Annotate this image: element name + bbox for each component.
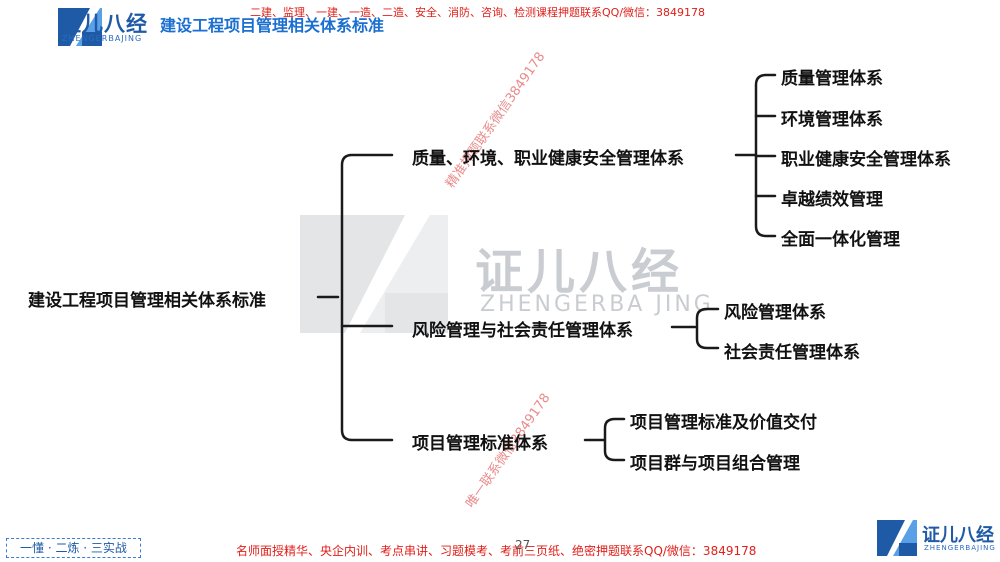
leaf-quality-management: 质量管理体系 — [781, 69, 883, 89]
watermark-logo-mark — [300, 215, 448, 333]
header-ad-banner: 二建、监理、一建、一造、二造、安全、消防、咨询、检测课程押题联系QQ/微信：38… — [250, 6, 706, 19]
branch-risk-social-responsibility: 风险管理与社会责任管理体系 — [412, 321, 633, 341]
leaf-integrated-management: 全面一体化管理 — [781, 230, 900, 250]
footer-logo-text: 证儿八经 — [922, 525, 994, 546]
leaf-environment-management: 环境管理体系 — [781, 110, 883, 130]
page-number: 27 — [515, 538, 531, 552]
footer-logo-subtext: ZHENGERBAJING — [924, 544, 996, 552]
footer-ad-banner: 名师面授精华、央企内训、考点串讲、习题模考、考前三页纸、绝密押题联系QQ/微信：… — [236, 544, 757, 558]
footer-slogan: 一懂 · 二炼 · 三实战 — [6, 538, 141, 558]
brand-logo-text: 证儿八经 — [60, 12, 148, 36]
leaf-pm-standards-value-delivery: 项目管理标准及价值交付 — [630, 413, 817, 433]
tree-root: 建设工程项目管理相关体系标准 — [28, 291, 266, 311]
leaf-excellence-performance: 卓越绩效管理 — [781, 190, 883, 210]
brand-logo-mark — [58, 8, 102, 46]
leaf-health-safety-management: 职业健康安全管理体系 — [781, 150, 951, 170]
watermark-text: 证儿八经 — [475, 244, 684, 300]
leaf-program-portfolio-management: 项目群与项目组合管理 — [630, 454, 800, 474]
leaf-social-responsibility: 社会责任管理体系 — [724, 343, 860, 363]
watermark-subtext: ZHENGERBA JING — [480, 292, 714, 317]
footer-logo-mark — [877, 520, 917, 556]
leaf-risk-management: 风险管理体系 — [724, 303, 826, 323]
brand-logo-subtext: ZHENGERBAJING — [62, 34, 143, 43]
branch-project-management-standards: 项目管理标准体系 — [412, 434, 548, 454]
page-title: 建设工程项目管理相关体系标准 — [160, 16, 385, 35]
branch-quality-env-safety: 质量、环境、职业健康安全管理体系 — [412, 149, 684, 169]
